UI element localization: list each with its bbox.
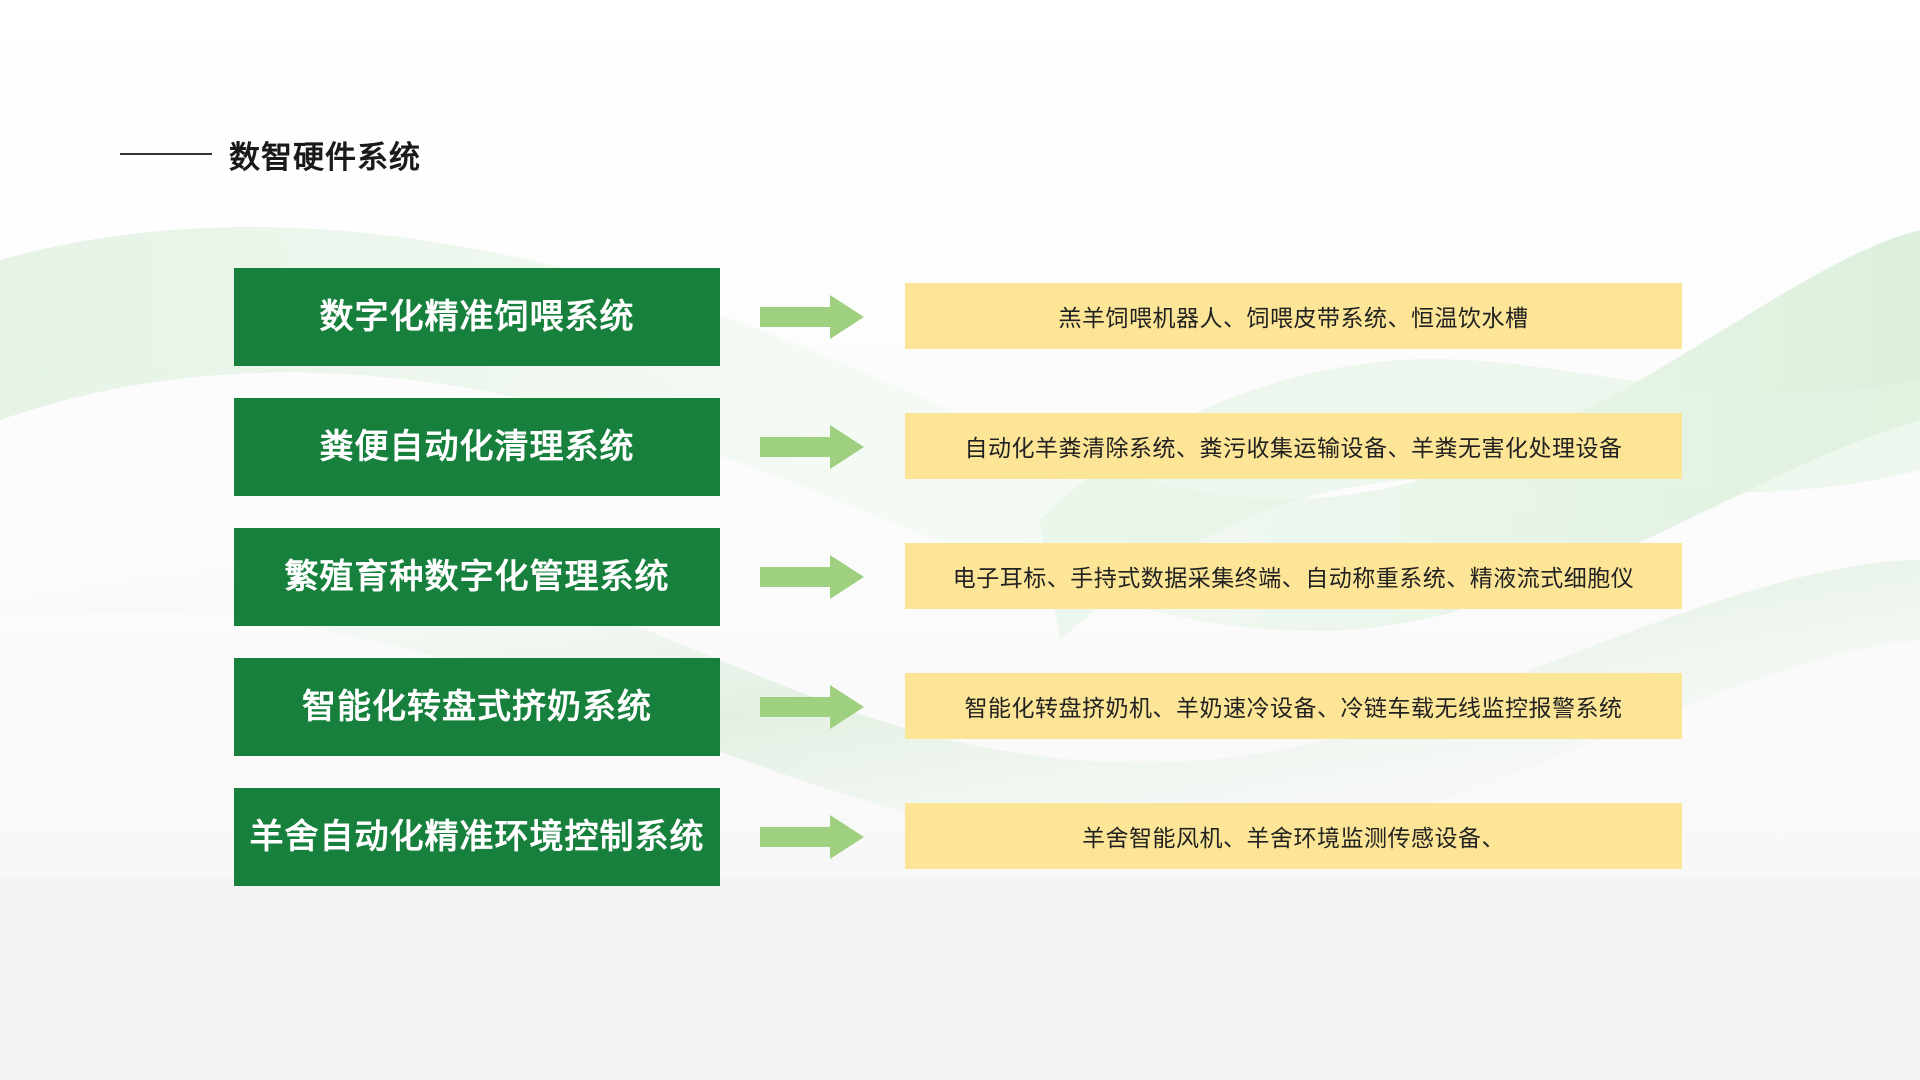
system-box: 繁殖育种数字化管理系统 [234,528,720,626]
system-label: 数字化精准饲喂系统 [319,297,635,337]
device-list: 羊舍智能风机、羊舍环境监测传感设备、 [1082,826,1505,852]
device-box: 羊舍智能风机、羊舍环境监测传感设备、 [905,803,1682,869]
system-row: 繁殖育种数字化管理系统 电子耳标、手持式数据采集终端、自动称重系统、精液流式细胞… [0,528,1920,626]
system-row: 数字化精准饲喂系统 羔羊饲喂机器人、饲喂皮带系统、恒温饮水槽 [0,268,1920,366]
device-box: 智能化转盘挤奶机、羊奶速冷设备、冷链车载无线监控报警系统 [905,673,1682,739]
system-box: 智能化转盘式挤奶系统 [234,658,720,756]
right-arrow-icon [760,685,864,729]
right-arrow-icon [760,425,864,469]
device-box: 羔羊饲喂机器人、饲喂皮带系统、恒温饮水槽 [905,283,1682,349]
system-label: 粪便自动化清理系统 [319,427,635,467]
system-label: 羊舍自动化精准环境控制系统 [249,817,705,857]
device-list: 电子耳标、手持式数据采集终端、自动称重系统、精液流式细胞仪 [952,566,1635,592]
system-row: 羊舍自动化精准环境控制系统 羊舍智能风机、羊舍环境监测传感设备、 [0,788,1920,886]
device-list: 智能化转盘挤奶机、羊奶速冷设备、冷链车载无线监控报警系统 [964,696,1623,722]
system-label: 繁殖育种数字化管理系统 [284,557,670,597]
device-list: 羔羊饲喂机器人、饲喂皮带系统、恒温饮水槽 [1058,306,1529,332]
system-box: 羊舍自动化精准环境控制系统 [234,788,720,886]
right-arrow-icon [760,815,864,859]
device-box: 电子耳标、手持式数据采集终端、自动称重系统、精液流式细胞仪 [905,543,1682,609]
right-arrow-icon [760,295,864,339]
right-arrow-icon [760,555,864,599]
system-row: 智能化转盘式挤奶系统 智能化转盘挤奶机、羊奶速冷设备、冷链车载无线监控报警系统 [0,658,1920,756]
system-label: 智能化转盘式挤奶系统 [302,687,652,727]
device-box: 自动化羊粪清除系统、粪污收集运输设备、羊粪无害化处理设备 [905,413,1682,479]
device-list: 自动化羊粪清除系统、粪污收集运输设备、羊粪无害化处理设备 [964,436,1623,462]
header-divider-line [120,153,212,155]
page-title: 数智硬件系统 [229,139,421,176]
system-row: 粪便自动化清理系统 自动化羊粪清除系统、粪污收集运输设备、羊粪无害化处理设备 [0,398,1920,496]
system-box: 粪便自动化清理系统 [234,398,720,496]
section-header: 数智硬件系统 [120,128,421,180]
bottom-band [0,877,1920,1080]
system-box: 数字化精准饲喂系统 [234,268,720,366]
